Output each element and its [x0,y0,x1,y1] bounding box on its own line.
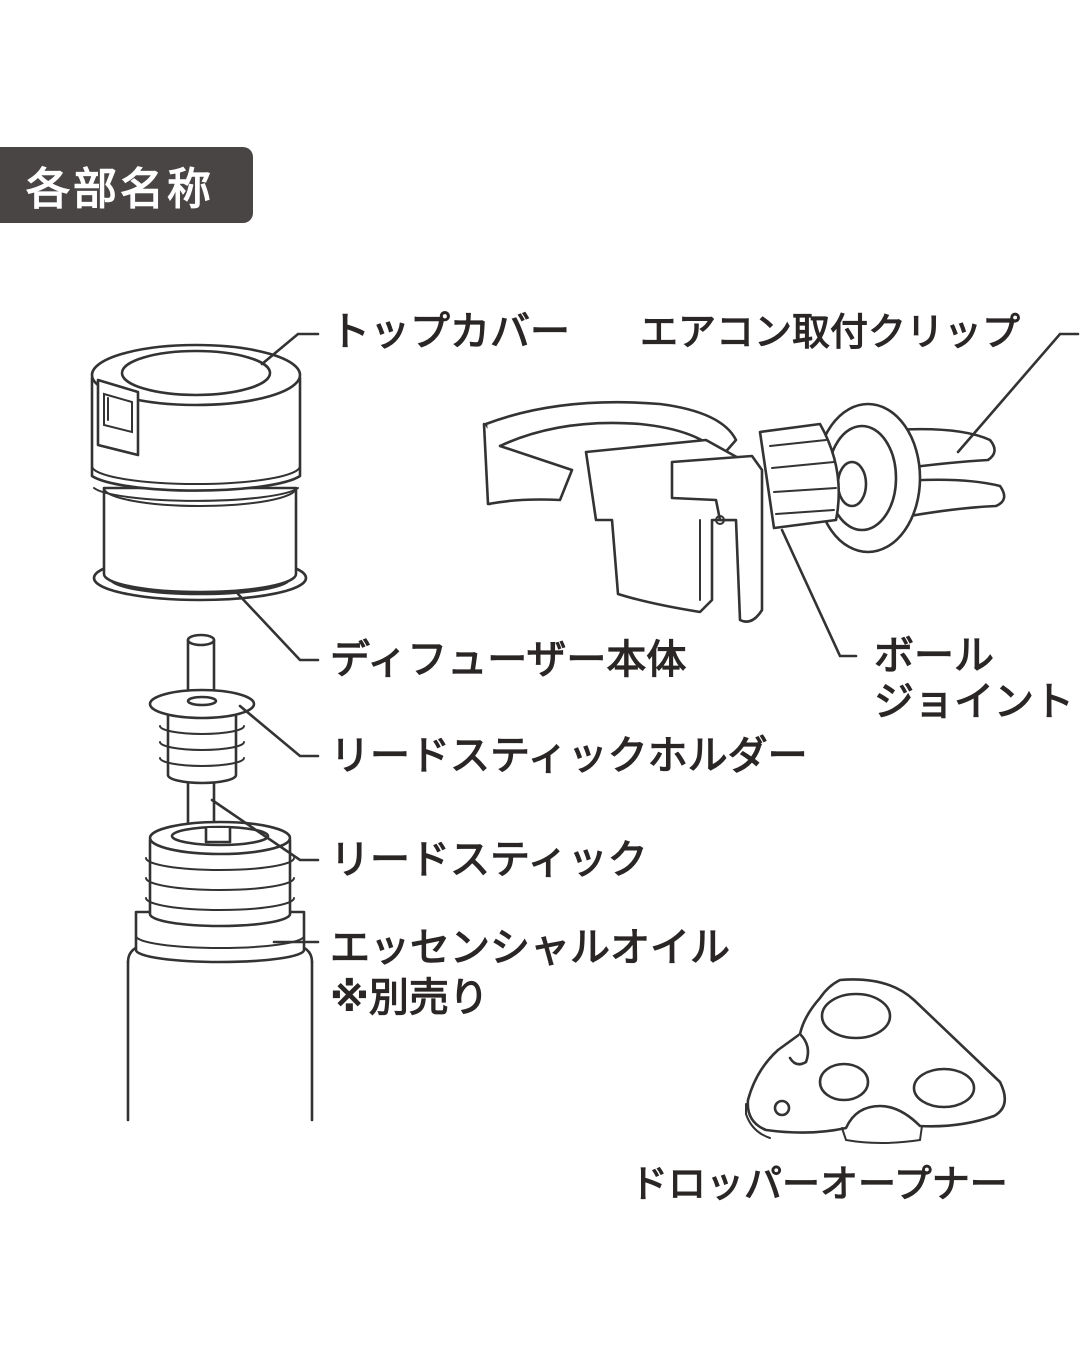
leader-reed-stick-holder [240,706,318,756]
reed-stick-holder-drawing [150,690,254,783]
label-reed-stick: リードスティック [330,836,648,884]
label-reed-stick-holder: リードスティックホルダー [330,732,808,780]
aircon-clip-drawing [484,402,1004,621]
label-aircon-clip: エアコン取付クリップ [640,308,1020,356]
leader-ball-joint [782,530,856,656]
label-diffuser-body: ディフューザー本体 [330,636,686,684]
top-cover-drawing [92,345,300,501]
label-top-cover: トップカバー [330,308,570,356]
label-essential-oil-line2: ※別売り [330,974,489,1022]
leader-diffuser-body [238,594,318,660]
essential-oil-bottle-drawing [128,822,312,1120]
dropper-opener-drawing [746,979,1005,1143]
label-essential-oil-line1: エッセンシャルオイル [330,924,730,972]
diffuser-body-drawing [94,488,306,600]
label-ball-joint-line1: ボール [874,632,994,680]
label-dropper-opener: ドロッパーオープナー [630,1160,1008,1208]
label-ball-joint-line2: ジョイント [874,678,1074,726]
